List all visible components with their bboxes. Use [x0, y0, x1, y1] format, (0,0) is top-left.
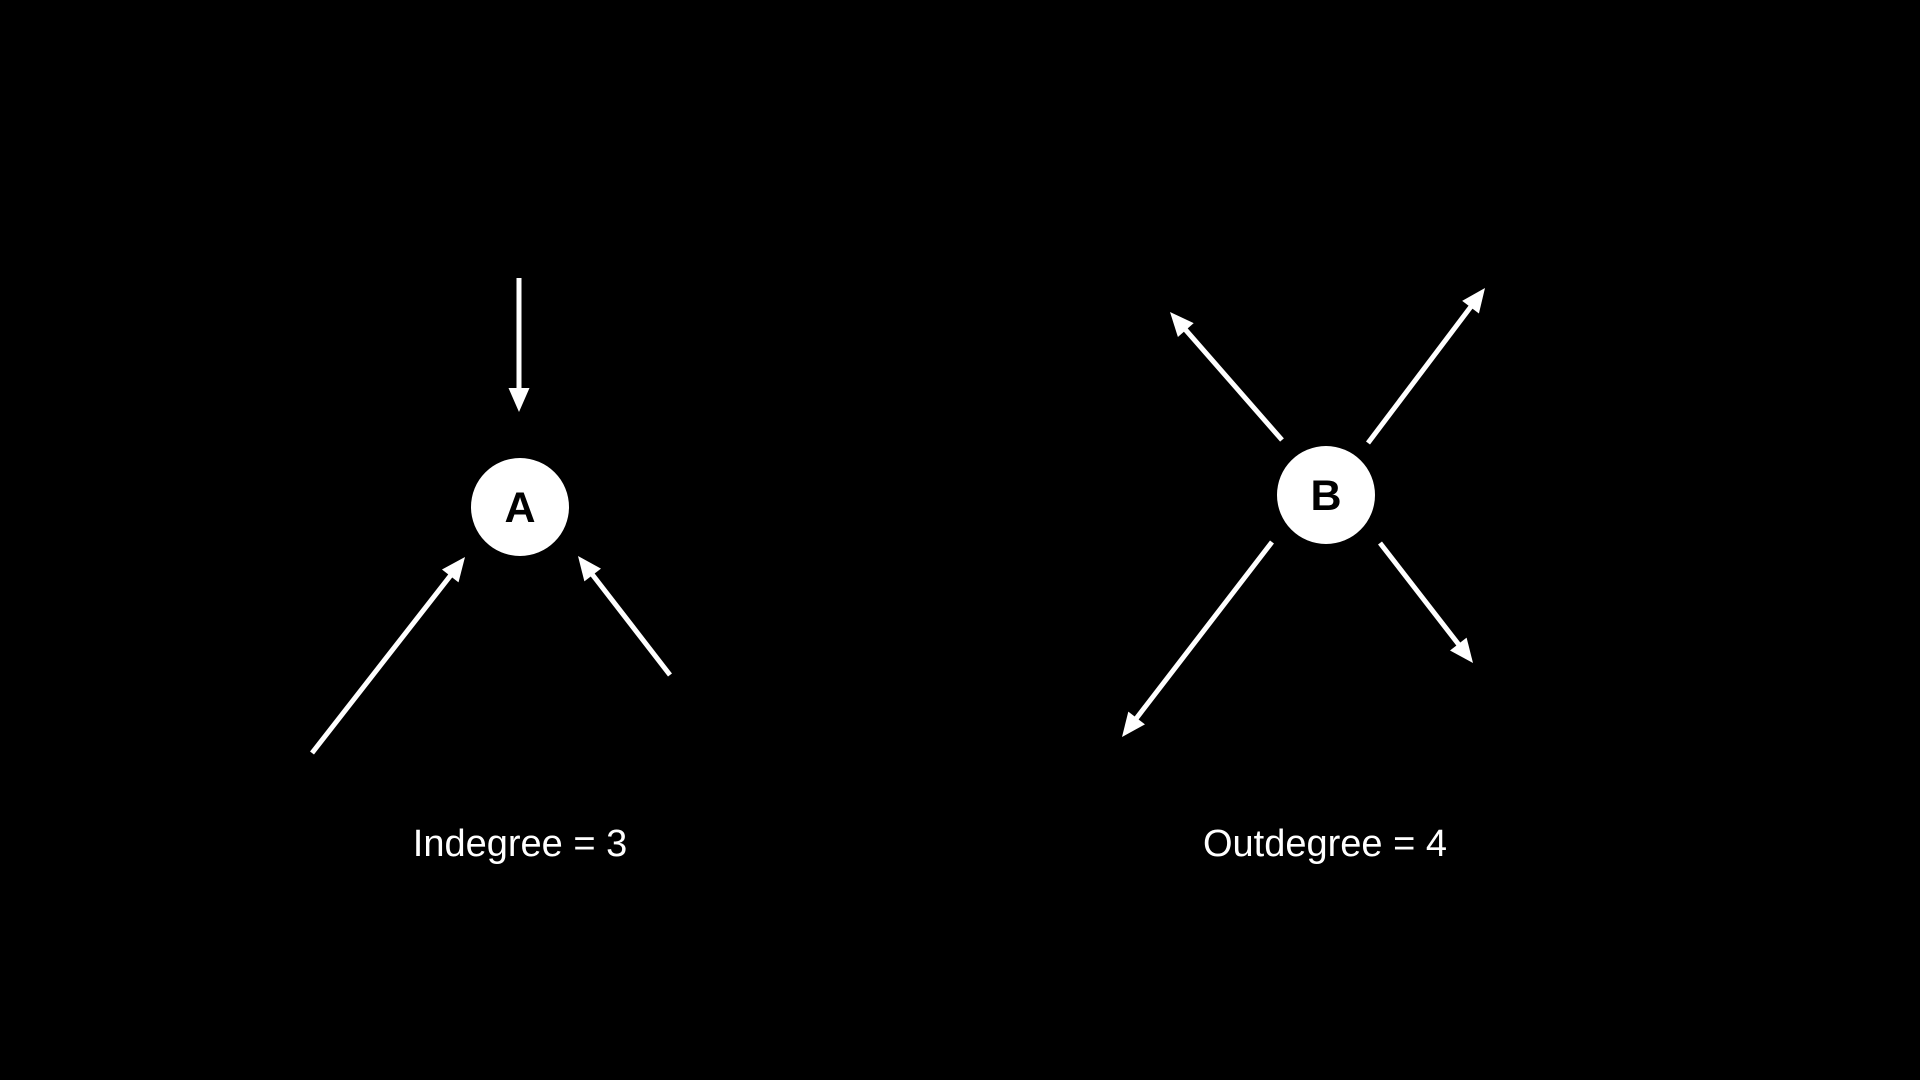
indegree-caption: Indegree = 3: [413, 823, 627, 865]
outgoing-edge-line: [1378, 541, 1463, 648]
indegree-arrow-layer: [310, 278, 672, 755]
indegree-diagram: A Indegree = 3: [310, 278, 672, 865]
outdegree-caption: Outdegree = 4: [1203, 823, 1447, 865]
node-a-circle: [471, 458, 569, 556]
arrowhead-icon: [578, 556, 601, 582]
arrowhead-icon: [508, 388, 530, 412]
arrowhead-icon: [1170, 312, 1194, 337]
node-b-label: B: [1310, 472, 1341, 520]
arrowhead-icon: [1122, 711, 1145, 737]
arrowhead-icon: [441, 557, 465, 583]
outgoing-edge-line: [1132, 540, 1274, 722]
node-b-circle: [1277, 446, 1375, 544]
arrowhead-icon: [1462, 288, 1485, 314]
outgoing-edge-line: [1366, 303, 1475, 445]
incoming-edge-line: [310, 572, 455, 755]
outgoing-edge-line: [1181, 326, 1284, 442]
outdegree-arrow-layer: [1122, 288, 1485, 737]
outdegree-diagram: B Outdegree = 4: [1122, 288, 1485, 865]
incoming-edge-line: [588, 571, 672, 677]
node-a-label: A: [504, 484, 535, 532]
arrowhead-icon: [1449, 637, 1473, 663]
